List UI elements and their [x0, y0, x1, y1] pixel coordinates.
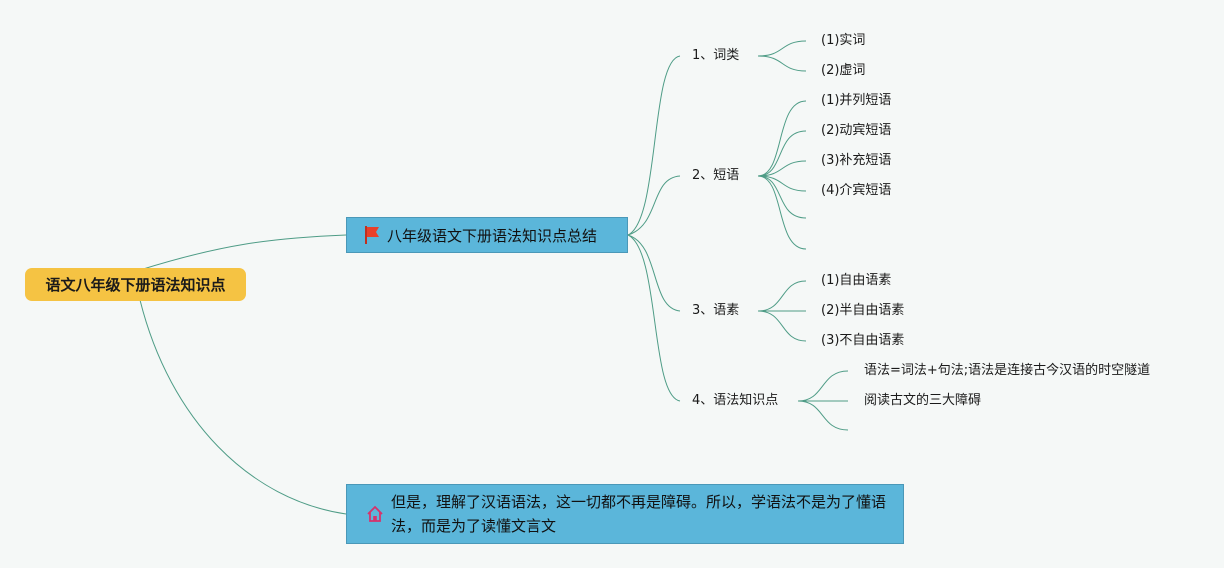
link-b2-c3 [757, 160, 807, 177]
note-text: 但是，理解了汉语语法，这一切都不再是障碍。所以，学语法不是为了懂语法，而是为了读… [391, 493, 887, 535]
leaf-b3-2[interactable]: (2)半自由语素 [821, 303, 905, 318]
root-label: 语文八年级下册语法知识点 [45, 276, 226, 294]
flag-icon [363, 225, 381, 245]
leaf-b4-1[interactable]: 语法=词法+句法;语法是连接古今汉语的时空隧道 [864, 363, 1151, 378]
link-b4-c1 [797, 370, 849, 402]
branch-4-label[interactable]: 4、语法知识点 [692, 393, 779, 408]
link-b2-c5 [757, 175, 807, 219]
link-summary-branch-2 [627, 175, 681, 236]
root-node[interactable]: 语文八年级下册语法知识点 [25, 268, 246, 301]
link-b2-c6 [757, 175, 807, 250]
leaf-b4-2[interactable]: 阅读古文的三大障碍 [864, 393, 982, 408]
leaf-b2-4[interactable]: (4)介宾短语 [821, 183, 892, 198]
link-b2-c2 [757, 130, 807, 177]
summary-label: 八年级语文下册语法知识点总结 [387, 226, 598, 245]
link-summary-branch-3 [627, 234, 681, 312]
link-summary-branch-1 [627, 55, 681, 236]
link-b2-c1 [757, 100, 807, 177]
leaf-b3-1[interactable]: (1)自由语素 [821, 273, 892, 288]
branch-1-label[interactable]: 1、词类 [692, 48, 740, 63]
leaf-b2-1[interactable]: (1)并列短语 [821, 93, 892, 108]
branch-2-label[interactable]: 2、短语 [692, 168, 740, 183]
link-b1-c2 [757, 55, 807, 72]
link-b2-c4 [757, 175, 807, 192]
link-b4-c3 [797, 400, 849, 431]
link-root-summary [139, 234, 347, 271]
note-node[interactable]: 但是，理解了汉语语法，这一切都不再是障碍。所以，学语法不是为了懂语法，而是为了读… [346, 484, 904, 544]
leaf-b2-2[interactable]: (2)动宾短语 [821, 123, 892, 138]
link-b3-c3 [757, 310, 807, 342]
leaf-b1-2[interactable]: (2)虚词 [821, 63, 866, 78]
branch-3-label[interactable]: 3、语素 [692, 303, 740, 318]
leaf-b3-3[interactable]: (3)不自由语素 [821, 333, 905, 348]
leaf-b2-3[interactable]: (3)补充短语 [821, 153, 892, 168]
leaf-b1-1[interactable]: (1)实词 [821, 33, 866, 48]
link-summary-branch-4 [627, 234, 681, 402]
home-icon [365, 504, 385, 524]
link-root-note [139, 299, 347, 515]
link-b1-c1 [757, 40, 807, 57]
link-b3-c1 [757, 280, 807, 312]
summary-node[interactable]: 八年级语文下册语法知识点总结 [346, 217, 628, 253]
